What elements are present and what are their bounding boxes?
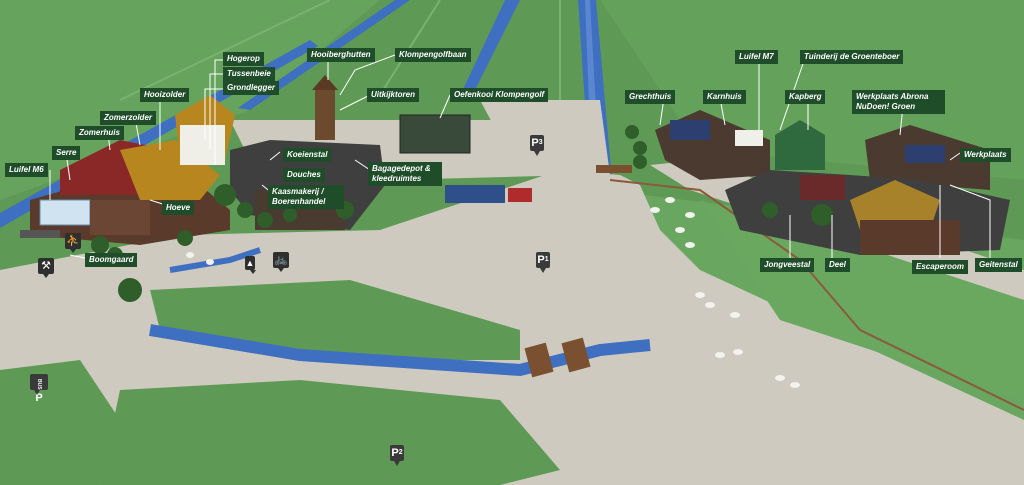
playground-icon[interactable]: ⛹ xyxy=(65,233,81,253)
tractor xyxy=(508,188,532,202)
leader-lines xyxy=(49,54,991,259)
label-kapberg[interactable]: Kapberg xyxy=(785,90,826,104)
label-hooiberghutten[interactable]: Hooiberghutten xyxy=(307,48,375,62)
track-2 xyxy=(379,0,441,96)
label-zomerhuis[interactable]: Zomerhuis xyxy=(75,126,124,140)
deel-roof xyxy=(800,175,845,200)
label-grondlegger[interactable]: Grondlegger xyxy=(223,81,280,95)
track-1 xyxy=(119,0,331,101)
label-jongveestal[interactable]: Jongveestal xyxy=(760,258,815,272)
label-zomerzolder[interactable]: Zomerzolder xyxy=(100,111,157,125)
roof-hoeve xyxy=(120,140,220,200)
roof-escaperoom xyxy=(850,180,940,230)
parking-p2-letter: P xyxy=(391,447,399,459)
label-hoeve[interactable]: Hoeve xyxy=(162,201,195,215)
label-luifel-m6[interactable]: Luifel M6 xyxy=(5,163,48,177)
label-serre[interactable]: Serre xyxy=(52,146,81,160)
label-tussenbeie[interactable]: Tussenbeie xyxy=(223,67,275,81)
luifel-m6 xyxy=(20,230,60,238)
grass-island-left xyxy=(0,360,120,485)
label-grechthuis[interactable]: Grechthuis xyxy=(625,90,676,104)
sheep xyxy=(186,197,800,388)
label-werkplaats[interactable]: Werkplaats xyxy=(960,148,1011,162)
label-koeienstal[interactable]: Koeienstal xyxy=(283,148,332,162)
parking-p3-number: 3 xyxy=(538,139,543,146)
parking-p3-pin[interactable]: P3 xyxy=(530,135,544,156)
parking-p2-number: 2 xyxy=(398,449,403,456)
kapberg xyxy=(775,120,825,170)
solar-panels-2 xyxy=(905,145,945,163)
label-geitenstal[interactable]: Geitenstal xyxy=(975,258,1022,272)
parking-p3-area xyxy=(480,100,610,175)
label-hogerop[interactable]: Hogerop xyxy=(223,52,264,66)
canal-small xyxy=(169,247,261,273)
parking-p1-number: 1 xyxy=(544,256,549,263)
label-oefenkooi[interactable]: Oefenkooi Klompengolf xyxy=(450,88,549,102)
oefenkooi-cage xyxy=(399,114,471,154)
parking-bus-text: BUS xyxy=(36,379,42,390)
parking-p3-letter: P xyxy=(531,137,539,149)
label-hooizolder[interactable]: Hooizolder xyxy=(140,88,190,102)
bridge-right xyxy=(561,337,591,373)
parking-bus-letter: P xyxy=(35,392,43,404)
parking-p1-letter: P xyxy=(537,254,545,266)
solar-panels-1 xyxy=(670,120,710,140)
karnhuis xyxy=(735,130,763,146)
picnic-table-icon[interactable]: ⚒ xyxy=(38,258,54,278)
parking-p1-pin[interactable]: P1 xyxy=(536,252,550,273)
hoeve-walls xyxy=(90,200,150,235)
bridge-left xyxy=(524,342,554,378)
label-luifel-m7[interactable]: Luifel M7 xyxy=(735,50,778,64)
field-top-left xyxy=(0,0,380,200)
bus xyxy=(445,185,505,203)
label-boomgaard[interactable]: Boomgaard xyxy=(85,253,138,267)
uitkijktoren xyxy=(315,90,335,140)
canal-lower xyxy=(149,324,651,377)
label-tuinderij[interactable]: Tuinderij de Groenteboer xyxy=(800,50,904,64)
escaperoom-walls xyxy=(860,220,960,255)
person-icon: ▲ xyxy=(245,256,256,274)
hooizolder-walls xyxy=(180,125,225,165)
label-werkplaats-abrona[interactable]: Werkplaats Abrona NuDoen! Groen xyxy=(852,90,945,114)
serre-glass xyxy=(39,199,91,226)
grass-right-pasture xyxy=(700,200,1024,400)
label-deel[interactable]: Deel xyxy=(825,258,850,272)
label-kaasmakerij[interactable]: Kaasmakerij / Boerenhandel xyxy=(268,185,344,209)
bicycle-icon[interactable]: 🚲 xyxy=(273,252,289,272)
grass-island-bottom xyxy=(100,380,560,485)
label-uitkijktoren[interactable]: Uitkijktoren xyxy=(367,88,420,102)
label-escaperoom[interactable]: Escaperoom xyxy=(912,260,969,274)
bridge-top xyxy=(596,165,632,173)
label-klompengolfbaan[interactable]: Klompengolfbaan xyxy=(395,48,471,62)
parking-p2-pin[interactable]: P2 xyxy=(390,445,404,466)
canal-top-upper xyxy=(458,0,520,100)
parking-bus-pin[interactable]: BUS P xyxy=(30,374,48,404)
label-bagagedepot[interactable]: Bagagedepot & kleedruimtes xyxy=(368,162,442,186)
uitkijktoren-roof xyxy=(312,75,338,90)
label-karnhuis[interactable]: Karnhuis xyxy=(703,90,746,104)
label-douches[interactable]: Douches xyxy=(283,168,325,182)
